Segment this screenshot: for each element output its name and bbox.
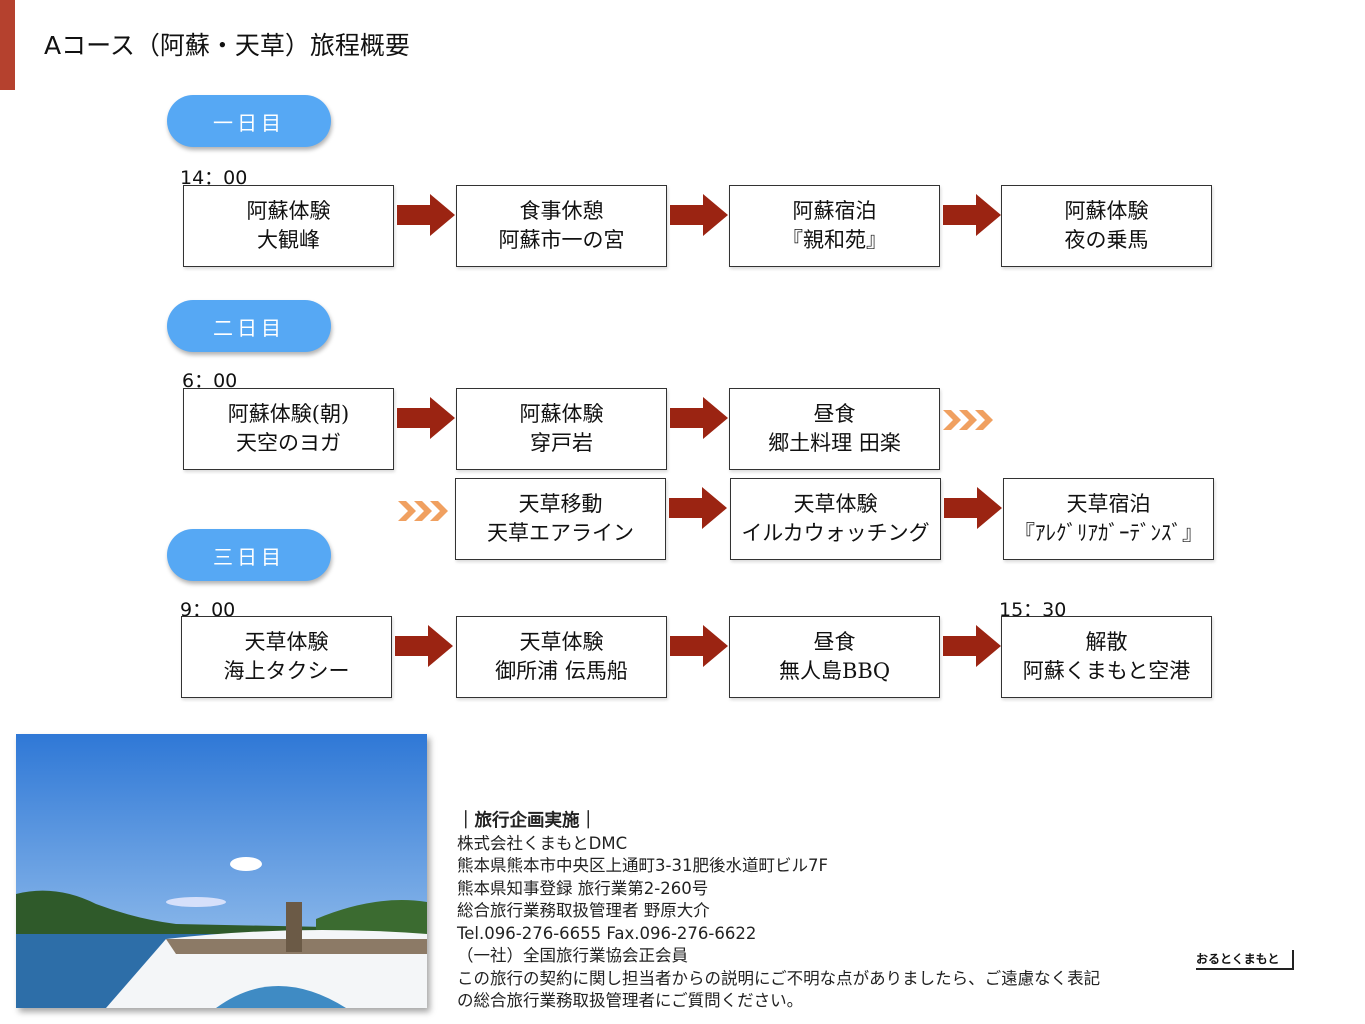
step-detail: 穿戸岩	[530, 431, 593, 455]
step-detail: 阿蘇くまもと空港	[1022, 659, 1191, 683]
arrow-right-icon	[397, 194, 455, 236]
step-title: 阿蘇宿泊	[792, 199, 877, 223]
day1-start-time: 14：00	[180, 167, 248, 189]
day3-start-time: 9：00	[180, 599, 236, 621]
step-title: 阿蘇体験	[246, 199, 331, 223]
arrow-right-icon	[669, 487, 727, 529]
arrow-right-icon	[670, 625, 728, 667]
info-line: 熊本県熊本市中央区上通町3-31肥後水道町ビル7F	[457, 856, 828, 875]
arrow-right-icon	[943, 194, 1001, 236]
itinerary-step: 阿蘇体験大観峰	[183, 185, 394, 267]
itinerary-step: 天草宿泊『ｱﾚｸﾞﾘｱｶﾞｰﾃﾞﾝｽﾞ』	[1003, 478, 1214, 560]
itinerary-step: 天草体験イルカウォッチング	[730, 478, 941, 560]
day3-badge: 三日目	[167, 529, 331, 581]
itinerary-step: 天草体験海上タクシー	[181, 616, 392, 698]
arrow-right-icon	[397, 397, 455, 439]
step-title: 天草移動	[518, 492, 603, 516]
step-detail: 海上タクシー	[223, 659, 350, 683]
continue-chevrons-icon	[398, 501, 448, 521]
info-line: Tel.096-276-6655 Fax.096-276-6622	[457, 923, 757, 943]
step-title: 阿蘇体験	[519, 402, 604, 426]
itinerary-step: 昼食郷土料理 田楽	[729, 388, 940, 470]
day3-end-time: 15：30	[999, 599, 1067, 621]
step-detail: 大観峰	[257, 228, 320, 252]
arrow-right-icon	[395, 625, 453, 667]
day2-badge: 二日目	[167, 300, 331, 352]
step-detail: 郷土料理 田楽	[768, 431, 901, 455]
arrow-right-icon	[670, 397, 728, 439]
itinerary-step: 食事休憩阿蘇市一の宮	[456, 185, 667, 267]
step-title: 昼食	[813, 630, 856, 654]
step-title: 天草宿泊	[1066, 492, 1151, 516]
step-detail: 天空のヨガ	[236, 431, 341, 455]
itinerary-step: 天草移動天草エアライン	[455, 478, 666, 560]
step-detail: 阿蘇市一の宮	[498, 228, 625, 252]
itinerary-step: 阿蘇宿泊『親和苑』	[729, 185, 940, 267]
info-line: 熊本県知事登録 旅行業第2-260号	[457, 878, 709, 898]
page-title: Aコース（阿蘇・天草）旅程概要	[44, 31, 410, 60]
company-info: ｜旅行企画実施｜ 株式会社くまもとDMC 熊本県熊本市中央区上通町3-31肥後水道…	[457, 810, 1100, 1013]
info-line: （一社）全国旅行業協会正会員	[457, 946, 688, 965]
itinerary-step: 阿蘇体験夜の乗馬	[1001, 185, 1212, 267]
step-title: 天草体験	[244, 630, 329, 654]
info-line: 総合旅行業務取扱管理者 野原大介	[457, 901, 710, 920]
itinerary-step: 解散阿蘇くまもと空港	[1001, 616, 1212, 698]
step-title: 昼食	[813, 402, 856, 426]
info-line: の総合旅行業務取扱管理者にご質問ください。	[457, 991, 804, 1010]
boat-photo	[16, 734, 427, 1008]
itinerary-step: 阿蘇体験穿戸岩	[456, 388, 667, 470]
day2-start-time: 6：00	[182, 370, 238, 392]
brand-logo: おるとくまもと	[1196, 950, 1294, 970]
itinerary-step: 昼食無人島BBQ	[729, 616, 940, 698]
continue-chevrons-icon	[943, 410, 993, 430]
step-detail: 『ｱﾚｸﾞﾘｱｶﾞｰﾃﾞﾝｽﾞ』	[1014, 521, 1203, 545]
day1-badge: 一日目	[167, 95, 331, 147]
step-detail: イルカウォッチング	[741, 521, 930, 545]
step-title: 阿蘇体験	[1064, 199, 1149, 223]
step-title: 食事休憩	[519, 199, 604, 223]
arrow-right-icon	[943, 625, 1001, 667]
step-title: 解散	[1085, 630, 1128, 654]
step-title: 天草体験	[519, 630, 604, 654]
info-heading: ｜旅行企画実施｜	[457, 811, 597, 831]
info-line: この旅行の契約に関し担当者からの説明にご不明な点がありましたら、ご遠慮なく表記	[457, 968, 1101, 988]
accent-bar	[0, 0, 15, 90]
step-detail: 『親和苑』	[782, 228, 887, 252]
arrow-right-icon	[944, 487, 1002, 529]
itinerary-step: 天草体験御所浦 伝馬船	[456, 616, 667, 698]
step-detail: 天草エアライン	[487, 521, 634, 545]
step-detail: 夜の乗馬	[1064, 228, 1149, 252]
step-title: 阿蘇体験(朝)	[227, 402, 350, 426]
itinerary-step: 阿蘇体験(朝) 天空のヨガ	[183, 388, 394, 470]
step-detail: 無人島BBQ	[778, 659, 891, 683]
info-line: 株式会社くまもとDMC	[457, 833, 628, 853]
arrow-right-icon	[670, 194, 728, 236]
step-detail: 御所浦 伝馬船	[495, 659, 628, 683]
step-title: 天草体験	[793, 492, 878, 516]
